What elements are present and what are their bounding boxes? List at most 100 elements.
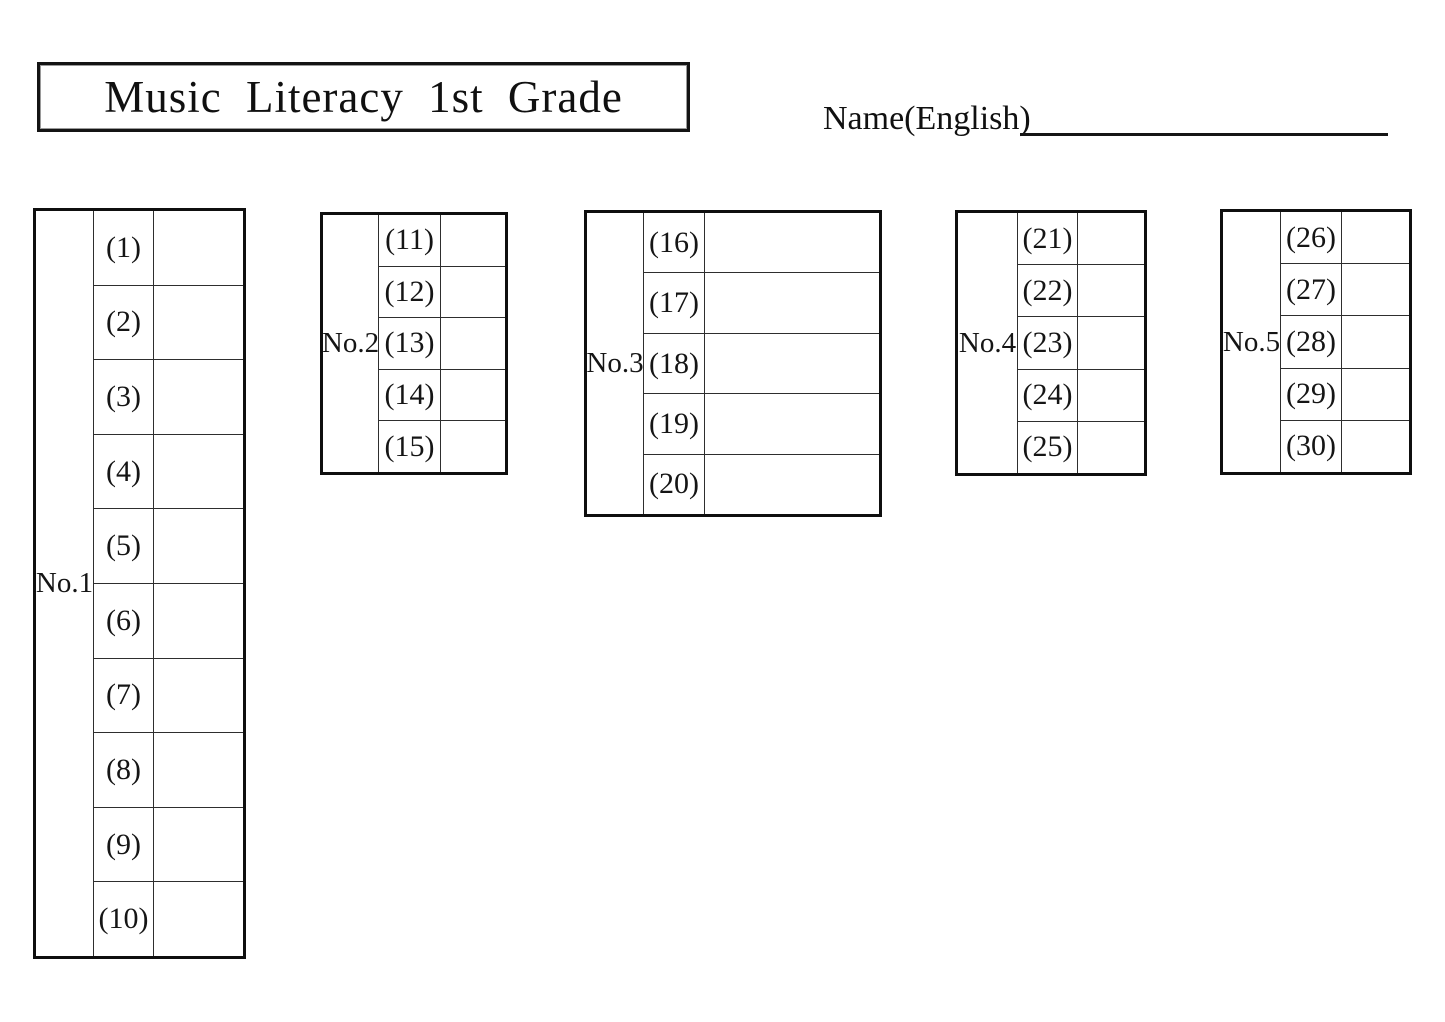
question-number: (17) [644,273,705,333]
answer-cell [705,213,879,272]
answer-cell [154,659,243,733]
question-number: (7) [94,658,154,733]
table-rows: (26)(27)(28)(29)(30) [1281,212,1409,473]
table-row: (24) [1018,368,1144,421]
answer-cell [154,286,243,360]
question-number: (8) [94,733,154,807]
table-label: No.5 [1223,212,1281,472]
answer-table-no3: No.3 (16)(17)(18)(19)(20) [584,210,882,517]
answer-cell [1078,370,1144,421]
name-field: Name(English) [823,100,1031,138]
question-number: (1) [94,211,154,285]
table-row: (10) [94,881,243,956]
answer-table-no4: No.4 (21)(22)(23)(24)(25) [955,210,1147,476]
question-number: (30) [1281,420,1342,473]
answer-cell [154,584,243,658]
table-row: (7) [94,657,243,733]
table-rows: (16)(17)(18)(19)(20) [644,213,879,515]
answer-cell [1342,369,1409,420]
answer-cell [1342,212,1409,263]
name-label: Name(English) [823,100,1031,137]
question-number: (13) [379,318,441,369]
question-number: (27) [1281,264,1342,316]
answer-cell [1078,213,1144,264]
question-number: (23) [1018,317,1078,369]
answer-cell [441,370,505,421]
table-row: (2) [94,284,243,360]
question-number: (24) [1018,369,1078,421]
answer-cell [1342,264,1409,315]
question-number: (20) [644,454,705,515]
answer-cell [1342,421,1409,472]
question-number: (18) [644,333,705,394]
answer-cell [1078,422,1144,473]
table-row: (13) [379,317,505,369]
table-label: No.4 [958,213,1018,473]
answer-cell [154,733,243,807]
answer-cell [1078,317,1144,368]
answer-table-no5: No.5 (26)(27)(28)(29)(30) [1220,209,1412,475]
question-number: (25) [1018,421,1078,474]
title-box: Music Literacy 1st Grade [37,62,690,132]
table-row: (21) [1018,213,1144,265]
name-blank-line [1020,133,1388,136]
table-row: (14) [379,368,505,421]
question-number: (14) [379,369,441,421]
answer-cell [154,360,243,434]
question-number: (6) [94,583,154,658]
question-number: (12) [379,266,441,318]
table-row: (29) [1281,367,1409,420]
table-row: (18) [644,332,879,394]
table-row: (3) [94,359,243,434]
question-number: (19) [644,394,705,454]
table-rows: (21)(22)(23)(24)(25) [1018,213,1144,474]
question-number: (4) [94,434,154,509]
question-number: (26) [1281,212,1342,264]
answer-cell [154,882,243,956]
table-row: (4) [94,433,243,509]
table-row: (6) [94,582,243,658]
answer-cell [705,455,879,514]
question-number: (5) [94,509,154,583]
answer-cell [441,267,505,318]
table-label: No.2 [322,215,379,472]
answer-cell [1342,316,1409,367]
answer-cell [154,509,243,583]
question-number: (11) [379,215,441,266]
table-rows: (11)(12)(13)(14)(15) [379,215,505,472]
answer-cell [705,334,879,393]
question-number: (28) [1281,316,1342,368]
table-rows: (1)(2)(3)(4)(5)(6)(7)(8)(9)(10) [94,211,243,956]
table-row: (23) [1018,316,1144,369]
question-number: (10) [94,882,154,956]
table-row: (28) [1281,315,1409,368]
answer-cell [441,421,505,472]
table-row: (1) [94,211,243,285]
answer-cell [154,808,243,882]
question-number: (9) [94,807,154,882]
question-number: (21) [1018,213,1078,265]
table-label: No.1 [36,211,94,956]
table-row: (11) [379,215,505,266]
table-row: (27) [1281,263,1409,316]
table-row: (15) [379,420,505,472]
table-row: (5) [94,508,243,583]
table-row: (12) [379,265,505,318]
page-title: Music Literacy 1st Grade [104,72,623,122]
table-row: (26) [1281,212,1409,264]
answer-cell [705,394,879,453]
table-row: (17) [644,272,879,333]
question-number: (3) [94,360,154,434]
answer-cell [154,211,243,285]
question-number: (16) [644,213,705,273]
answer-table-no1: No.1 (1)(2)(3)(4)(5)(6)(7)(8)(9)(10) [33,208,246,959]
answer-cell [1078,265,1144,316]
table-row: (9) [94,806,243,882]
answer-cell [441,318,505,369]
question-number: (29) [1281,368,1342,420]
table-row: (22) [1018,264,1144,317]
question-number: (22) [1018,265,1078,317]
table-row: (20) [644,453,879,515]
question-number: (2) [94,285,154,360]
